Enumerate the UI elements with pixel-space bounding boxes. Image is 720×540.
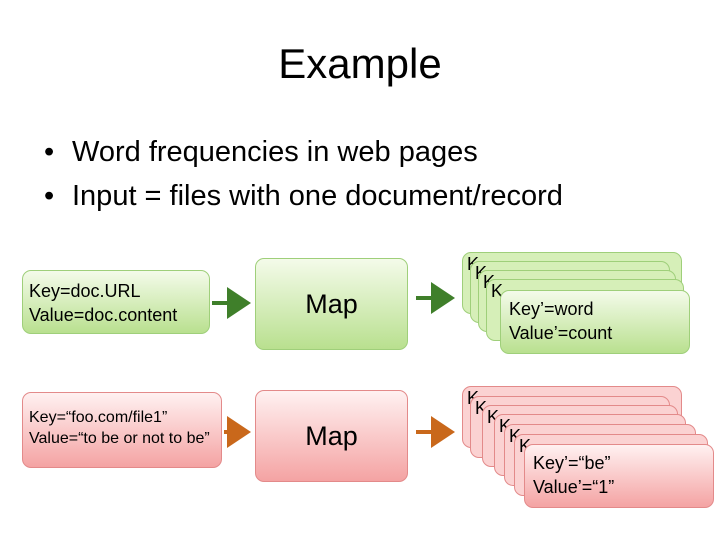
row2-output-key: Key’=“be” [533, 453, 611, 473]
bullet-list: •Word frequencies in web pages •Input = … [44, 130, 563, 218]
row1-map-box: Map [255, 258, 408, 350]
row2-map-label: Map [305, 420, 358, 451]
row1-output-box: Key’=word Value’=count [500, 290, 690, 354]
row2-input-value: Value=“to be or not to be” [29, 430, 210, 447]
row1-map-label: Map [305, 288, 358, 319]
row2-input-box: Key=“foo.com/file1” Value=“to be or not … [22, 392, 222, 468]
row1-output-key: Key’=word [509, 299, 594, 319]
row2-input-key: Key=“foo.com/file1” [29, 409, 168, 426]
row2-output-value: Value’=“1” [533, 477, 615, 497]
row1-input-key: Key=doc.URL [29, 281, 141, 301]
row1-input-box: Key=doc.URL Value=doc.content [22, 270, 210, 334]
row1-output-value: Value’=count [509, 323, 613, 343]
slide-title: Example [278, 40, 442, 87]
row2-map-box: Map [255, 390, 408, 482]
bullet-item: •Word frequencies in web pages [44, 136, 478, 168]
bullet-item: •Input = files with one document/record [44, 180, 563, 212]
row2-output-box: Key’=“be” Value’=“1” [524, 444, 714, 508]
row1-input-value: Value=doc.content [29, 305, 178, 325]
